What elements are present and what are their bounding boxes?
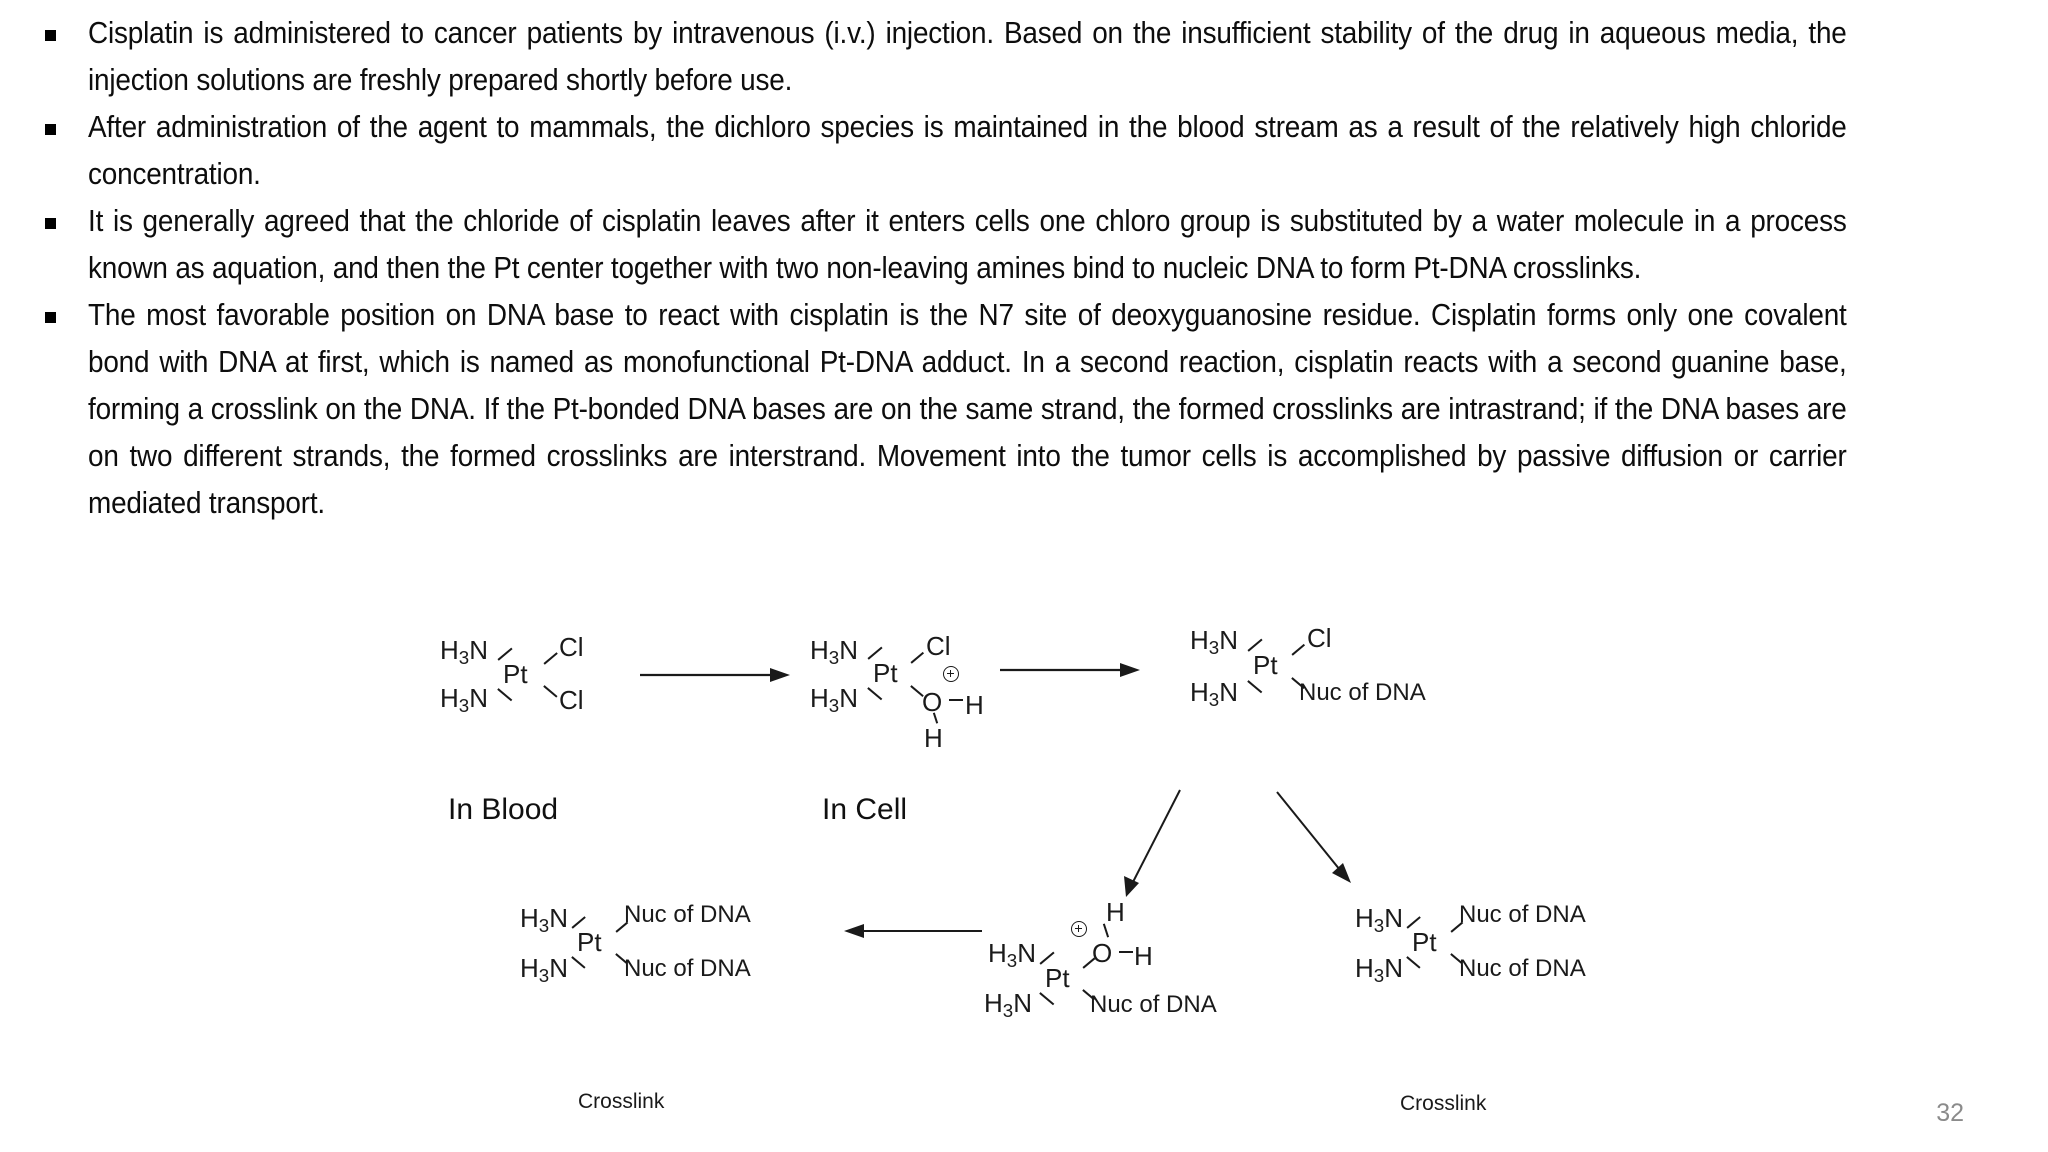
subscript-3: 3 [538,965,550,987]
bullet-paragraph-1: Cisplatin is administered to cancer pati… [88,16,1847,97]
ligand-cl-top: Cl [559,632,584,662]
structure-cisplatin-in-blood: H3N H3N Pt Cl Cl [440,615,700,765]
ligand-h3n-top: H3N [1355,903,1403,937]
ligand-h3n-bottom: H3N [440,683,488,717]
metal-center-pt: Pt [503,659,528,689]
bullet-paragraph-4: The most favorable position on DNA base … [88,298,1847,520]
ligand-hydrogen-top: H [1106,897,1125,927]
subscript-3: 3 [1373,915,1385,937]
ligand-h3n-top: H3N [520,903,568,937]
ligand-h3n-bottom: H3N [520,953,568,987]
ligand-h3n-top: H3N [810,635,858,669]
list-item: After administration of the agent to mam… [0,104,2048,198]
bond-line [1039,992,1055,1005]
caption-crosslink-left: Crosslink [578,1090,665,1113]
ligand-h3n-top: H3N [1190,625,1238,659]
page-number: 32 [1936,1099,1964,1127]
structure-monofunctional-adduct: H3N H3N Pt Cl Nuc of DNA [1190,615,1520,745]
metal-center-pt: Pt [1253,650,1278,680]
caption-crosslink-right: Crosslink [1400,1092,1487,1115]
subscript-3: 3 [828,647,840,669]
caption-in-cell: In Cell [822,793,908,826]
ligand-nuc-of-dna-top: Nuc of DNA [624,901,751,928]
ligand-hydrogen-right: H [965,690,984,720]
ligand-h3n-bottom: H3N [810,683,858,717]
metal-center-pt: Pt [1412,927,1437,957]
subscript-3: 3 [828,695,840,717]
arrow-cell-to-adduct [1000,663,1140,677]
metal-center-pt: Pt [577,927,602,957]
arrow-adduct-to-crosslink-right [1276,791,1351,883]
subscript-3: 3 [458,695,470,717]
ligand-nuc-of-dna: Nuc of DNA [1299,679,1426,706]
arrow-blood-to-cell [640,668,790,682]
subscript-3: 3 [1002,1000,1014,1022]
bullet-paragraph-2: After administration of the agent to mam… [88,110,1847,191]
positive-charge-icon [1071,921,1087,937]
ligand-nuc-of-dna-bottom: Nuc of DNA [1459,955,1586,982]
ligand-nuc-of-dna-top: Nuc of DNA [1459,901,1586,928]
bond-line [1406,956,1421,969]
list-item: It is generally agreed that the chloride… [0,198,2048,292]
structure-crosslink-left: H3N H3N Pt Nuc of DNA Nuc of DNA [520,895,850,1025]
bond-line [1119,951,1133,953]
ligand-h3n-top: H3N [988,938,1036,972]
ligand-h3n-bottom: H3N [1190,677,1238,711]
bullet-paragraph-3: It is generally agreed that the chloride… [88,204,1847,285]
ligand-cl-top: Cl [926,631,951,661]
ligand-cl-bottom: Cl [559,685,584,715]
ligand-h3n-bottom: H3N [1355,953,1403,987]
ligand-nuc-of-dna-bottom: Nuc of DNA [624,955,751,982]
structure-monoaqua-in-cell: H3N H3N Pt Cl O H H [810,615,1080,795]
ligand-nuc-of-dna: Nuc of DNA [1090,991,1217,1018]
square-bullet-icon [45,292,88,323]
ligand-hydrogen-right: H [1134,941,1153,971]
metal-center-pt: Pt [1045,963,1070,993]
cisplatin-reaction-scheme: H3N H3N Pt Cl Cl In Blood H3N H3N Pt Cl … [0,615,2048,1115]
bullet-list: Cisplatin is administered to cancer pati… [0,10,2048,527]
square-bullet-icon [45,198,88,229]
list-item: The most favorable position on DNA base … [0,292,2048,527]
subscript-3: 3 [458,647,470,669]
structure-crosslink-right: H3N H3N Pt Nuc of DNA Nuc of DNA [1355,895,1685,1025]
arrow-adduct-to-aqua [1124,789,1181,897]
subscript-3: 3 [538,915,550,937]
metal-center-pt: Pt [873,658,898,688]
subscript-3: 3 [1208,637,1220,659]
subscript-3: 3 [1208,689,1220,711]
subscript-3: 3 [1006,950,1018,972]
square-bullet-icon [45,104,88,135]
caption-in-blood: In Blood [448,793,559,826]
positive-charge-icon [943,666,959,682]
list-item: Cisplatin is administered to cancer pati… [0,10,2048,104]
ligand-h3n-top: H3N [440,635,488,669]
ligand-h3n-bottom: H3N [984,988,1032,1022]
ligand-oxygen: O [1092,938,1113,968]
structure-aqua-monoadduct: H3N H3N Pt O H H Nuc of DNA [984,893,1328,1053]
arrow-aqua-to-crosslink-left [844,924,982,938]
square-bullet-icon [45,10,88,41]
ligand-oxygen: O [922,687,943,717]
ligand-cl: Cl [1307,623,1332,653]
ligand-hydrogen-bottom: H [924,723,943,753]
bond-line [949,699,963,701]
subscript-3: 3 [1373,965,1385,987]
